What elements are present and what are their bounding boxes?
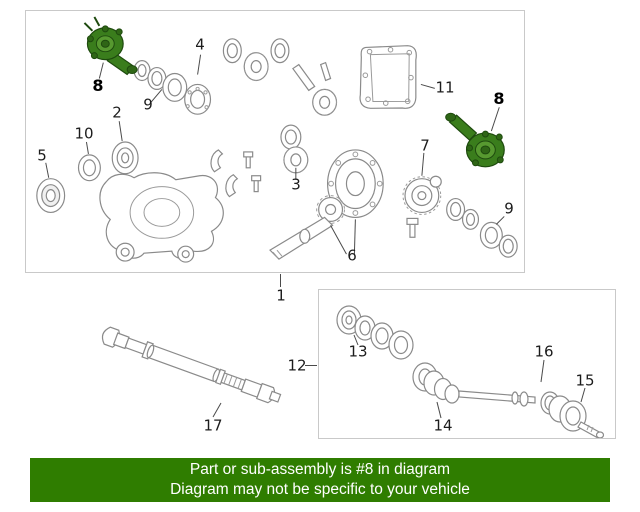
callout-5: 5 — [37, 146, 47, 165]
right-bearing-stack — [479, 221, 518, 258]
companion-flange-left-highlighted — [83, 16, 138, 76]
callout-1: 1 — [276, 286, 286, 305]
ring-gear-part — [327, 149, 384, 219]
callout-17: 17 — [203, 416, 223, 435]
callout-11: 11 — [435, 78, 455, 97]
propeller-shaft-part — [101, 326, 282, 404]
main-assembly-panel — [25, 10, 525, 273]
callout-3: 3 — [291, 175, 301, 194]
notice-banner: Part or sub-assembly is #8 in diagram Di… — [30, 458, 610, 502]
outer-cv-joint-part — [540, 391, 605, 438]
callout-14: 14 — [433, 416, 453, 435]
callout-12: 12 — [287, 356, 307, 375]
banner-line-1: Part or sub-assembly is #8 in diagram — [189, 461, 451, 478]
callout-10: 10 — [74, 124, 94, 143]
side-bearing-part — [111, 141, 139, 175]
right-washer-stack — [446, 197, 480, 230]
spider-gear-cluster — [222, 38, 338, 116]
inner-joint-parts — [336, 305, 414, 360]
axle-shaft-bar — [458, 390, 536, 407]
callout-4: 4 — [195, 35, 205, 54]
differential-carrier-housing — [99, 172, 224, 263]
rear-cover-part — [359, 45, 417, 109]
companion-flange-right-highlighted — [445, 112, 505, 168]
callout-6: 6 — [347, 246, 357, 265]
pinion-seal-part — [36, 178, 66, 214]
axle-shaft-exploded-drawing — [336, 305, 605, 438]
washer-part — [77, 154, 101, 182]
cv-boot-part — [412, 362, 460, 404]
retainer-clips-and-bolts — [210, 149, 262, 198]
differential-exploded-drawing — [36, 16, 518, 263]
propeller-shaft-drawing — [101, 326, 282, 418]
banner-line-2: Diagram may not be specific to your vehi… — [170, 481, 470, 498]
differential-case-assembly — [402, 175, 442, 215]
callout-2: 2 — [112, 103, 122, 122]
callout-9-right: 9 — [504, 199, 514, 218]
side-gear-washer-stack — [280, 124, 309, 174]
bolt-part — [406, 217, 419, 238]
callout-9-left: 9 — [143, 95, 153, 114]
callout-12-leader-line — [305, 365, 317, 366]
callout-8-left: 8 — [92, 76, 104, 95]
callout-16: 16 — [534, 342, 554, 361]
callout-13: 13 — [348, 342, 368, 361]
pinion-bearing-stack — [133, 60, 212, 115]
callout-7: 7 — [420, 136, 430, 155]
callout-8-right: 8 — [493, 89, 505, 108]
drive-pinion-part — [269, 195, 345, 260]
callout-1-leader-line — [280, 274, 281, 287]
callout-15: 15 — [575, 371, 595, 390]
axle-shaft-panel — [318, 289, 616, 439]
